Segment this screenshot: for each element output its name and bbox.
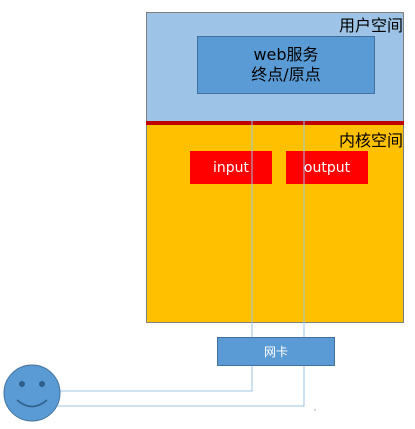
- stray-dot: [314, 409, 316, 411]
- web-service-title: web服务: [253, 45, 319, 64]
- network-card-label: 网卡: [263, 345, 288, 359]
- input-box: input: [190, 151, 272, 184]
- web-service-subtitle: 终点/原点: [251, 65, 321, 84]
- kernel-space-label: 内核空间: [338, 131, 403, 150]
- outbound-nic-to-user-line: [58, 366, 305, 407]
- user-kernel-divider: [146, 121, 404, 125]
- user-space-label: 用户空间: [338, 16, 403, 35]
- inbound-nic-to-user-line: [58, 366, 253, 392]
- output-box: output: [286, 151, 368, 184]
- web-service-box: web服务 终点/原点: [197, 36, 375, 94]
- network-card-box: 网卡: [217, 337, 335, 366]
- smiley-face-icon: [3, 364, 61, 422]
- output-label: output: [303, 159, 351, 176]
- input-label: input: [212, 159, 249, 176]
